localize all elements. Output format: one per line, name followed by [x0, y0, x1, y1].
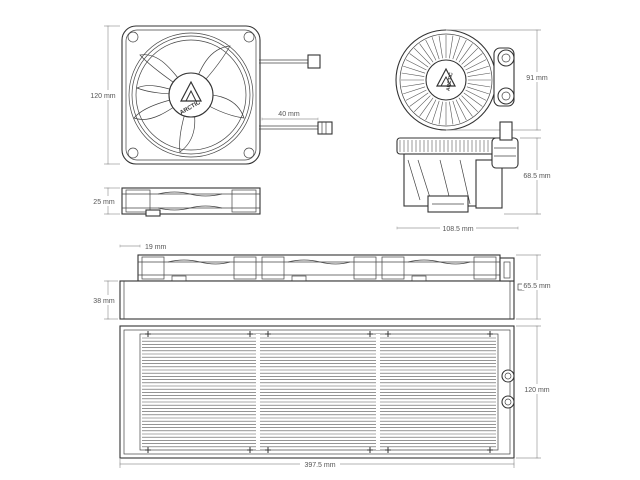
pump-fin-line [463, 53, 483, 68]
pump-side-fins [399, 140, 497, 152]
pump-fin-line [431, 37, 440, 60]
pump-top-label: 91 mm [526, 75, 548, 82]
radiator-thickness-label: 38 mm [93, 298, 115, 305]
fan-profile-frame [473, 256, 497, 280]
pump-fin-line [403, 65, 426, 74]
pump-fin-line [401, 72, 425, 77]
radiator-fan-profiles [141, 256, 497, 283]
mount-cross-mark [265, 331, 271, 337]
fan-side-view [121, 187, 261, 217]
fan-logo-mark [180, 80, 202, 102]
pump-fin-line [419, 97, 434, 117]
pump-fin-line [413, 95, 431, 113]
pump-logo-text: ARCTIC [445, 72, 454, 92]
pump-top-dimension: 91 mm [446, 29, 550, 131]
radiator-offset-dimension: 19 mm [119, 244, 167, 251]
fan-thickness-dimension: 25 mm [90, 187, 120, 215]
pump-fin-line [465, 89, 487, 101]
radiator-side-body [119, 257, 525, 320]
pump-logo-mark [436, 67, 456, 87]
radiator-width-dimension: 120 mm [516, 325, 552, 459]
pump-fin-line [449, 101, 454, 125]
pump-fin-line [467, 72, 491, 77]
radiator-mount-marks [145, 331, 493, 453]
fan-cable-label: 40 mm [278, 111, 300, 118]
pump-fin-line [452, 100, 461, 123]
pump-side-view [396, 121, 519, 213]
radiator-fan-stack-dimension: 65.5 mm [516, 254, 552, 320]
pump-fin-line [466, 86, 489, 95]
pump-fin-line [449, 35, 454, 59]
fan-profile-blade [287, 259, 351, 265]
radiator-offset-label: 19 mm [145, 244, 167, 251]
pump-top-fins [401, 35, 491, 125]
pump-fin-line [425, 99, 437, 121]
pump-fin-line [405, 59, 427, 71]
radiator-fan-stack-label: 65.5 mm [523, 283, 550, 290]
pump-width-label: 108.5 mm [442, 226, 473, 233]
radiator-length-dimension: 397.5 mm [119, 458, 515, 469]
fan-profile-frame [261, 256, 285, 280]
pump-fin-line [455, 39, 467, 61]
fan-profile-blade [167, 259, 231, 265]
pump-fin-line [465, 59, 487, 71]
fan-profile-blade [407, 259, 471, 265]
radiator-fins [142, 334, 496, 450]
pump-fin-line [419, 43, 434, 63]
mount-cross-mark [487, 331, 493, 337]
fan-height-dimension: 120 mm [88, 25, 120, 165]
radiator-width-label: 120 mm [524, 387, 549, 394]
radiator-fan-stack [137, 254, 501, 283]
mount-cross-mark [265, 447, 271, 453]
mount-cross-mark [145, 331, 151, 337]
pump-height-dimension: 68.5 mm [504, 137, 552, 215]
pump-fin-line [458, 97, 473, 117]
pump-fin-line [438, 35, 443, 59]
pump-fin-line [403, 86, 426, 95]
mount-cross-mark [367, 331, 373, 337]
pump-fin-line [438, 101, 443, 125]
pump-fin-line [431, 100, 440, 123]
pump-fin-line [461, 47, 479, 65]
fan-height-label: 120 mm [90, 93, 115, 100]
radiator-front-view [119, 325, 515, 459]
pump-fin-line [413, 47, 431, 65]
pump-fin-line [463, 92, 483, 107]
fan-profile-frame [381, 256, 405, 280]
pump-fin-line [458, 43, 473, 63]
pump-fin-line [409, 53, 429, 68]
fan-thickness-label: 25 mm [93, 199, 115, 206]
mount-cross-mark [385, 447, 391, 453]
fan-profile-frame [353, 256, 377, 280]
pump-fin-line [466, 65, 489, 74]
mount-cross-mark [385, 331, 391, 337]
fan-profile-frame [233, 256, 257, 280]
pump-width-dimension: 108.5 mm [396, 224, 519, 234]
pump-fin-line [467, 83, 491, 88]
fan-cable-dimension: 40 mm [261, 111, 319, 121]
mount-cross-mark [247, 447, 253, 453]
pump-fin-line [401, 83, 425, 88]
pump-fin-line [455, 99, 467, 121]
mount-cross-mark [247, 331, 253, 337]
pump-fin-line [452, 37, 461, 60]
mount-cross-mark [367, 447, 373, 453]
mount-cross-mark [145, 447, 151, 453]
pump-height-label: 68.5 mm [523, 173, 550, 180]
pump-fin-line [461, 95, 479, 113]
mount-cross-mark [487, 447, 493, 453]
pump-fin-line [409, 92, 429, 107]
radiator-length-label: 397.5 mm [304, 462, 335, 469]
fan-profile-frame [141, 256, 165, 280]
pump-top-view: ARCTIC [395, 29, 515, 131]
radiator-thickness-dimension: 38 mm [90, 280, 118, 320]
pump-fin-line [425, 39, 437, 61]
fan-front-view: ARCTIC [121, 25, 333, 165]
pump-fin-line [405, 89, 427, 101]
